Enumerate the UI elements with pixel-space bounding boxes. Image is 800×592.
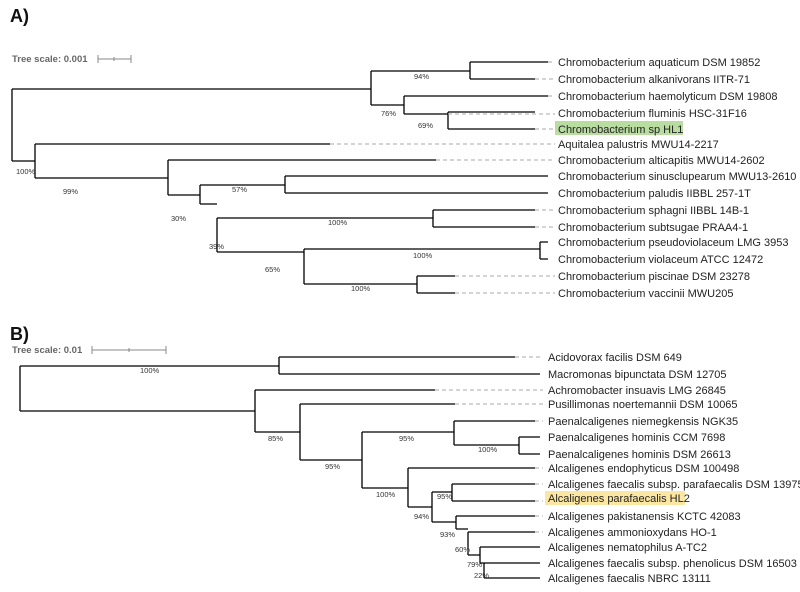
panel-a-leaf-label: Chromobacterium pseudoviolaceum LMG 3953 xyxy=(558,237,789,249)
bootstrap-value: 100% xyxy=(351,284,371,293)
bootstrap-value: 65% xyxy=(265,265,280,274)
panel-b-leaf-label: Paenalcaligenes hominis DSM 26613 xyxy=(548,449,731,461)
panel-a-scale-bar xyxy=(97,55,132,63)
panel-b-leaf-label: Alcaligenes nematophilus A-TC2 xyxy=(548,542,707,554)
panel-a-leaf-label: Chromobacterium subtsugae PRAA4-1 xyxy=(558,222,748,234)
panel-a-branches xyxy=(11,61,548,294)
bootstrap-value: 85% xyxy=(268,434,283,443)
panel-b-leader-lines xyxy=(435,356,543,533)
bootstrap-value: 79% xyxy=(467,560,482,569)
bootstrap-value: 39% xyxy=(209,242,224,251)
bootstrap-value: 100% xyxy=(328,218,348,227)
bootstrap-value: 100% xyxy=(16,167,36,176)
panel-a-leaf-label: Chromobacterium alticapitis MWU14-2602 xyxy=(558,155,765,167)
bootstrap-value: 95% xyxy=(437,492,452,501)
bootstrap-value: 100% xyxy=(376,490,396,499)
panel-b-branches xyxy=(19,356,540,579)
panel-b-leaf-label: Alcaligenes ammonioxydans HO-1 xyxy=(548,527,717,539)
bootstrap-value: 22% xyxy=(474,571,489,580)
panel-a-leaf-label: Chromobacterium alkanivorans IITR-71 xyxy=(558,74,750,86)
panel-b-leaf-label-highlighted: Alcaligenes parafaecalis HL2 xyxy=(548,493,690,505)
panel-b-leaf-label: Pusillimonas noertemannii DSM 10065 xyxy=(548,399,738,411)
panel-b-tree-scale-label: Tree scale: 0.01 xyxy=(12,345,83,356)
panel-b-leaf-label: Macromonas bipunctata DSM 12705 xyxy=(548,369,727,381)
panel-a-leader-lines xyxy=(330,61,555,294)
panel-b: B) Tree scale: 0.01 xyxy=(10,324,800,585)
bootstrap-value: 95% xyxy=(399,434,414,443)
bootstrap-value: 57% xyxy=(232,185,247,194)
bootstrap-value: 100% xyxy=(413,251,433,260)
panel-a-leaf-label: Chromobacterium sphagni IIBBL 14B-1 xyxy=(558,205,749,217)
bootstrap-value: 93% xyxy=(440,530,455,539)
panel-a-leaf-label: Chromobacterium paludis IIBBL 257-1T xyxy=(558,188,751,200)
bootstrap-value: 100% xyxy=(140,366,160,375)
bootstrap-value: 60% xyxy=(455,545,470,554)
panel-b-leaf-label: Paenalcaligenes hominis CCM 7698 xyxy=(548,432,725,444)
panel-b-leaf-label: Alcaligenes faecalis NBRC 13111 xyxy=(548,573,711,585)
panel-b-leaf-label: Acidovorax facilis DSM 649 xyxy=(548,352,682,364)
panel-b-leaf-label: Paenalcaligenes niemegkensis NGK35 xyxy=(548,416,738,428)
panel-a-leaf-label: Chromobacterium aquaticum DSM 19852 xyxy=(558,57,760,69)
panel-b-leaf-label: Alcaligenes faecalis subsp. phenolicus D… xyxy=(548,558,797,570)
bootstrap-value: 94% xyxy=(414,512,429,521)
panel-a-leaf-label: Chromobacterium haemolyticum DSM 19808 xyxy=(558,91,777,103)
bootstrap-value: 99% xyxy=(63,187,78,196)
panel-a-label: A) xyxy=(10,6,29,26)
panel-a-leaf-label: Chromobacterium fluminis HSC-31F16 xyxy=(558,108,747,120)
panel-a-leaf-label: Aquitalea palustris MWU14-2217 xyxy=(558,139,719,151)
panel-b-highlight-hl2 xyxy=(545,491,685,505)
panel-a-leaf-label: Chromobacterium vaccinii MWU205 xyxy=(558,288,733,300)
bootstrap-value: 76% xyxy=(381,109,396,118)
panel-a-tree-scale-label: Tree scale: 0.001 xyxy=(12,54,88,65)
panel-a-leaf-label: Chromobacterium sinusclupearum MWU13-261… xyxy=(558,171,796,183)
bootstrap-value: 94% xyxy=(414,72,429,81)
panel-a-bootstrap-values: 94% 76% 69% 100% 99% 57% 30% 100% 39% 10… xyxy=(16,72,433,293)
bootstrap-value: 69% xyxy=(418,121,433,130)
panel-a-leaf-label: Chromobacterium violaceum ATCC 12472 xyxy=(558,254,763,266)
panel-a: A) Tree scale: 0.001 xyxy=(10,6,796,300)
panel-b-bootstrap-values: 100% 85% 95% 95% 100% 100% 95% 94% 93% 6… xyxy=(140,366,498,580)
bootstrap-value: 100% xyxy=(478,445,498,454)
panel-b-label: B) xyxy=(10,324,29,344)
panel-b-leaf-label: Alcaligenes endophyticus DSM 100498 xyxy=(548,463,739,475)
bootstrap-value: 95% xyxy=(325,462,340,471)
bootstrap-value: 30% xyxy=(171,214,186,223)
panel-b-leaf-label: Alcaligenes pakistanensis KCTC 42083 xyxy=(548,511,741,523)
panel-a-leaf-label-highlighted: Chromobacterium sp HL1 xyxy=(558,124,683,136)
panel-b-leaf-label: Alcaligenes faecalis subsp. parafaecalis… xyxy=(548,479,800,491)
panel-a-highlight-hl1 xyxy=(555,121,683,135)
panel-b-leaf-label: Achromobacter insuavis LMG 26845 xyxy=(548,385,726,397)
panel-a-leaf-labels: Chromobacterium aquaticum DSM 19852 Chro… xyxy=(558,57,796,300)
panel-a-leaf-label: Chromobacterium piscinae DSM 23278 xyxy=(558,271,750,283)
panel-b-scale-bar xyxy=(91,346,167,354)
panel-b-leaf-labels: Acidovorax facilis DSM 649 Macromonas bi… xyxy=(548,352,800,585)
